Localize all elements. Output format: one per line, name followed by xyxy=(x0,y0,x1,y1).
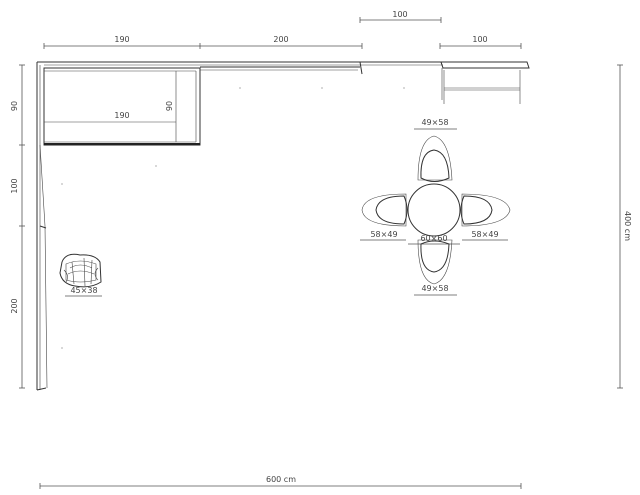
chair-left: 58×49 xyxy=(360,193,408,241)
chair-top-size-label: 49×58 xyxy=(421,118,448,127)
dimension-label-top-middle: 200 xyxy=(273,35,288,44)
dimension-label-total-height: 400 cm xyxy=(623,211,632,241)
counter-edge xyxy=(44,143,200,146)
dimension-label-total-width: 600 cm xyxy=(266,475,296,484)
chair-left-size-label: 58×49 xyxy=(370,230,397,239)
dimension-label-left-top: 90 xyxy=(10,101,19,111)
chair-bottom: 49×58 xyxy=(414,239,457,296)
dimension-label-top-upper: 100 xyxy=(392,10,407,19)
dimension-label-left-middle: 100 xyxy=(10,178,19,193)
dimension-top-right: 100 xyxy=(439,35,522,49)
dimension-top-middle: 200 xyxy=(200,35,363,49)
kitchen-wall-top xyxy=(37,61,444,75)
dimension-top-upper: 100 xyxy=(359,10,442,23)
dimension-left-bottom: 200 xyxy=(10,226,25,389)
dimension-label-inner-counter: 190 xyxy=(114,111,129,120)
dimension-total-width: 600 cm xyxy=(39,475,522,489)
dining-table: 60×60 xyxy=(407,183,461,245)
armchair: 45×38 xyxy=(59,253,102,297)
dimension-left-middle: 100 xyxy=(10,145,25,227)
corner-counter: 190 90 xyxy=(43,67,201,146)
floor-marks xyxy=(61,87,405,349)
dimension-label-top-right: 100 xyxy=(472,35,487,44)
chair-bottom-size-label: 49×58 xyxy=(421,284,448,293)
upper-cabinet-right xyxy=(440,61,530,104)
dimension-label-left-bottom: 200 xyxy=(10,298,19,313)
dimension-top-left: 190 xyxy=(43,35,201,49)
dimension-label-inner-depth: 90 xyxy=(165,101,174,111)
chair-right-size-label: 58×49 xyxy=(471,230,498,239)
chair-top: 49×58 xyxy=(414,118,457,182)
chair-right: 58×49 xyxy=(460,193,511,241)
armchair-size-label: 45×38 xyxy=(70,286,97,295)
dimension-left-top: 90 xyxy=(10,64,25,146)
kitchen-wall-left xyxy=(36,62,48,391)
dimension-label-top-left: 190 xyxy=(114,35,129,44)
dimension-total-height: 400 cm xyxy=(617,64,632,389)
table-size-label: 60×60 xyxy=(420,234,447,243)
